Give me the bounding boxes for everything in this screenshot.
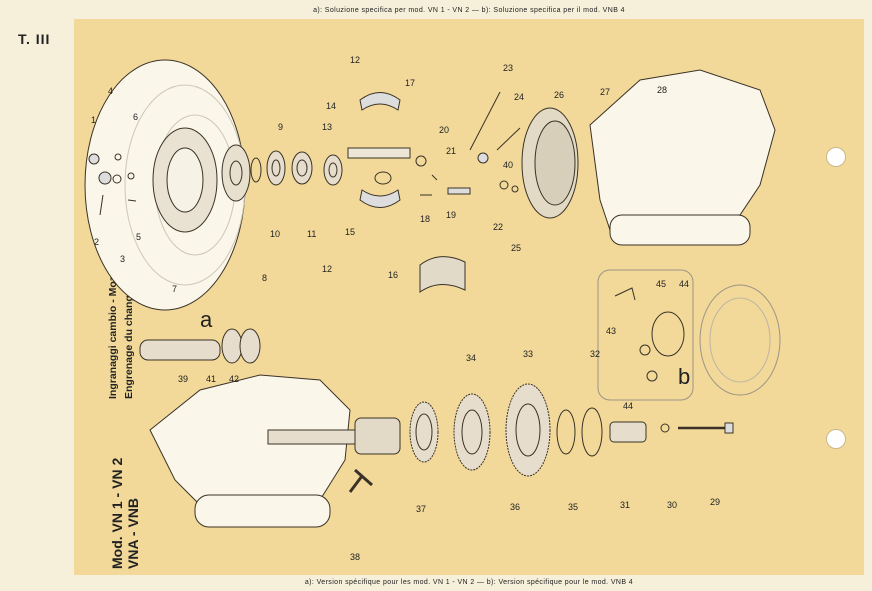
brake-shoe-upper bbox=[359, 92, 401, 111]
part-number: 38 bbox=[350, 552, 360, 562]
part-number: 6 bbox=[133, 112, 138, 122]
part-number: 24 bbox=[514, 92, 524, 102]
part-number: 45 bbox=[656, 279, 666, 289]
brake-lining-16 bbox=[419, 256, 466, 293]
part-number: 42 bbox=[229, 374, 239, 384]
gear-34 bbox=[409, 401, 439, 463]
top-caption: a): Soluzione specifica per mod. VN 1 - … bbox=[313, 7, 625, 14]
bearing-11 bbox=[291, 151, 313, 185]
part-number: 12 bbox=[350, 55, 360, 65]
part-number: 13 bbox=[322, 122, 332, 132]
part-number: 14 bbox=[326, 101, 336, 111]
binder-hole-top bbox=[826, 147, 846, 167]
part-number: 36 bbox=[510, 502, 520, 512]
cover-variant-b bbox=[699, 284, 781, 396]
part-number: 28 bbox=[657, 85, 667, 95]
part-number: 21 bbox=[446, 146, 456, 156]
part-number: 26 bbox=[554, 90, 564, 100]
part-number: 31 bbox=[620, 500, 630, 510]
part-number: 44 bbox=[623, 401, 633, 411]
axle-sleeve-39 bbox=[139, 339, 221, 361]
part-number: 37 bbox=[416, 504, 426, 514]
part-number: 12 bbox=[322, 264, 332, 274]
seal-15 bbox=[323, 154, 343, 186]
part-number: 40 bbox=[503, 160, 513, 170]
variant-label-a: a bbox=[200, 307, 213, 332]
part-number: 20 bbox=[439, 125, 449, 135]
part-number: 35 bbox=[568, 502, 578, 512]
main-shaft bbox=[267, 429, 369, 445]
part-number: 41 bbox=[206, 374, 216, 384]
part-number: 8 bbox=[262, 273, 267, 283]
part-number: 18 bbox=[420, 214, 430, 224]
part-number: 25 bbox=[511, 243, 521, 253]
plate-id: T. III bbox=[18, 31, 51, 47]
variant-label-b: b bbox=[678, 364, 690, 389]
part-number: 29 bbox=[710, 497, 720, 507]
part-number: 4 bbox=[108, 86, 113, 96]
bottom-caption: a): Version spécifique pour les mod. VN … bbox=[304, 579, 634, 586]
part-number: 11 bbox=[307, 229, 316, 239]
part-number: 43 bbox=[606, 326, 616, 336]
part-number: 33 bbox=[523, 349, 533, 359]
part-number: 27 bbox=[600, 87, 610, 97]
gearbox-housing-upper bbox=[589, 69, 776, 231]
gear-33 bbox=[453, 393, 491, 471]
part-number: 19 bbox=[446, 210, 456, 220]
brake-shoe-lower bbox=[359, 189, 401, 208]
part-number: 44 bbox=[679, 279, 689, 289]
part-number: 7 bbox=[172, 284, 177, 294]
bearing-10 bbox=[266, 150, 286, 186]
hub-flange bbox=[221, 144, 251, 202]
part-number: 3 bbox=[120, 254, 125, 264]
part-number: 2 bbox=[94, 237, 99, 247]
part-number: 17 bbox=[405, 78, 415, 88]
part-number: 23 bbox=[503, 63, 513, 73]
part-callouts: 1 2 3 4 5 6 7 8 9 10 11 12 12 13 14 15 1… bbox=[91, 55, 720, 562]
part-number: 15 bbox=[345, 227, 355, 237]
bushing-31 bbox=[609, 421, 647, 443]
part-number: 1 bbox=[91, 115, 96, 125]
gear-32 bbox=[505, 383, 551, 477]
part-number: 32 bbox=[590, 349, 600, 359]
part-number: 30 bbox=[667, 500, 677, 510]
part-number: 34 bbox=[466, 353, 476, 363]
part-number: 5 bbox=[136, 232, 141, 242]
part-number: 10 bbox=[270, 229, 280, 239]
part-number: 16 bbox=[388, 270, 398, 280]
part-number: 9 bbox=[278, 122, 283, 132]
binder-hole-bottom bbox=[826, 429, 846, 449]
gearbox-housing-lower bbox=[149, 374, 351, 511]
part-number: 39 bbox=[178, 374, 188, 384]
part-number: 22 bbox=[493, 222, 503, 232]
